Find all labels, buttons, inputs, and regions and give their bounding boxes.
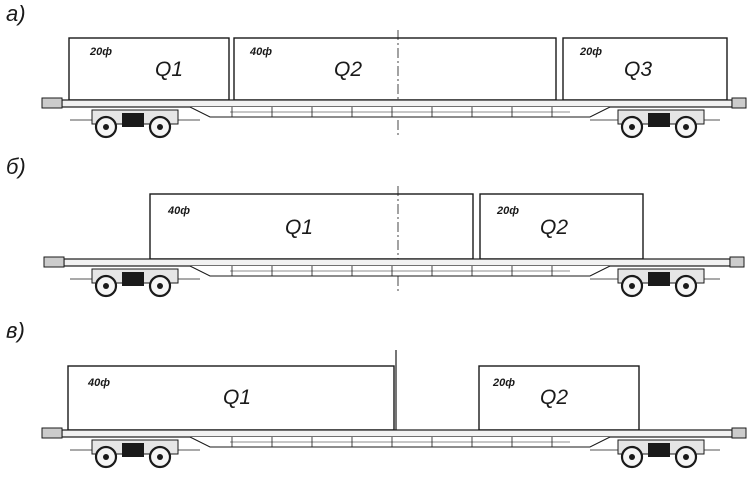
container: 40ф Q1 <box>149 193 474 260</box>
variant-label: а) <box>6 1 26 26</box>
coupler-right <box>731 427 747 439</box>
container-load-label: Q3 <box>624 58 652 81</box>
container-size-label: 20ф <box>496 205 519 217</box>
railcar <box>41 97 747 139</box>
container-size-label: 20ф <box>89 46 112 58</box>
container: 40ф Q2 <box>233 37 557 101</box>
container: 20ф Q3 <box>562 37 728 101</box>
container: 20ф Q1 <box>68 37 230 101</box>
bogie-right <box>617 268 705 298</box>
variant-a: а) 20ф Q1 40ф Q2 20ф Q3 <box>6 1 747 139</box>
bogie-left <box>91 268 179 298</box>
bogie-right <box>617 109 705 139</box>
container-load-label: Q2 <box>540 386 568 409</box>
railcar <box>43 256 745 298</box>
container-load-label: Q1 <box>155 58 183 81</box>
variant-label: в) <box>6 318 25 343</box>
variant-label: б) <box>6 154 26 179</box>
container-size-label: 40ф <box>249 46 272 58</box>
container-size-label: 20ф <box>492 377 515 389</box>
container-size-label: 20ф <box>579 46 602 58</box>
variant-c: в) 40ф Q1 20ф Q2 <box>6 318 747 469</box>
container-load-label: Q2 <box>334 58 362 81</box>
coupler-left <box>41 427 63 439</box>
coupler-right <box>731 97 747 109</box>
container-load-label: Q1 <box>223 386 251 409</box>
container-size-label: 40ф <box>87 377 110 389</box>
coupler-left <box>41 97 63 109</box>
coupler-left <box>43 256 65 268</box>
container-load-label: Q2 <box>540 216 568 239</box>
variant-b: б) 40ф Q1 20ф Q2 <box>6 154 745 298</box>
bogie-left <box>91 109 179 139</box>
container: 20ф Q2 <box>479 193 644 260</box>
bogie-left <box>91 439 179 469</box>
bogie-right <box>617 439 705 469</box>
container: 20ф Q2 <box>478 365 640 431</box>
container-load-label: Q1 <box>285 216 313 239</box>
container: 40ф Q1 <box>67 365 395 431</box>
railcar <box>41 427 747 469</box>
coupler-right <box>729 256 745 268</box>
container-size-label: 40ф <box>167 205 190 217</box>
